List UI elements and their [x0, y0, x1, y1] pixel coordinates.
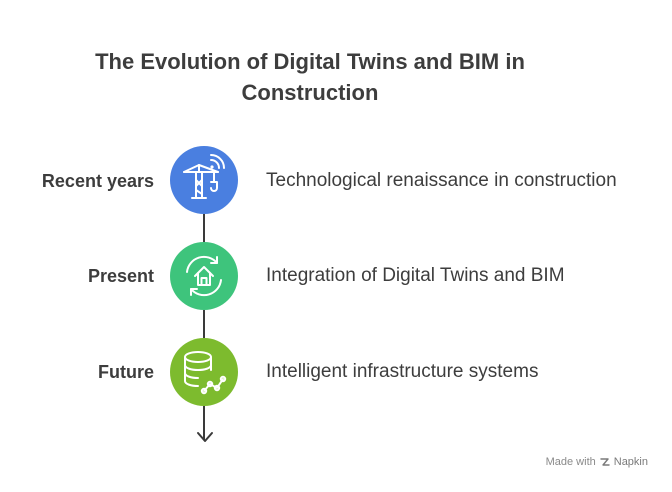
stage-description: Integration of Digital Twins and BIM	[266, 265, 565, 286]
napkin-watermark[interactable]: Made with Napkin	[546, 456, 648, 468]
stage-label: Future	[98, 362, 154, 382]
timeline-connector	[203, 214, 205, 242]
stage-label: Present	[87, 266, 154, 286]
napkin-logo-icon	[600, 458, 610, 466]
stage-node	[170, 146, 238, 214]
arrow-down-icon	[197, 432, 213, 442]
diagram-title: The Evolution of Digital Twins and BIM i…	[95, 49, 525, 105]
database-network-icon	[184, 351, 227, 395]
house-sync-icon	[186, 255, 222, 297]
stage-node	[170, 338, 238, 406]
stage-node	[170, 242, 238, 310]
watermark-brand: Napkin	[613, 456, 648, 468]
stage-description: Technological renaissance in constructio…	[266, 170, 617, 191]
crane-wifi-icon	[183, 154, 225, 199]
stage-label: Recent years	[41, 171, 154, 191]
timeline-connector	[203, 406, 205, 440]
timeline-connector	[203, 310, 205, 338]
watermark-prefix: Made with	[545, 456, 596, 468]
stage-description: Intelligent infrastructure systems	[266, 361, 539, 382]
